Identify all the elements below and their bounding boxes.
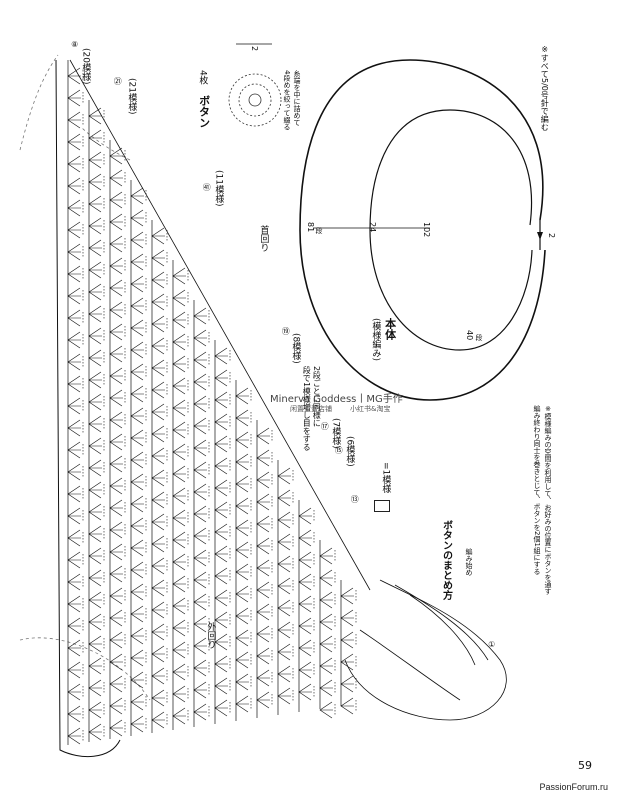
button-finish-title: ボタンのまとめ方 xyxy=(440,520,452,600)
finish-note-1: 編み終わり同士を巻きとじて、ボタンを2個1組にする xyxy=(533,405,542,575)
row-marker-41: ㊶ xyxy=(202,183,212,191)
row-marker-19: ⑲ xyxy=(281,327,291,335)
button-note-2: 4段めを絞って綴る xyxy=(283,70,292,131)
repeat-11: (11模様) xyxy=(213,170,224,207)
watermark-line-3: 小红书&淘宝 xyxy=(350,405,391,413)
stitch-column xyxy=(88,100,105,742)
rows-note-1: 2段ごとに同様に xyxy=(312,366,322,428)
rows-note-2: 段で1模様増し目をする xyxy=(302,366,312,452)
footer-site: PassionForum.ru xyxy=(539,782,608,792)
page-number: 59 xyxy=(578,759,592,772)
row-marker-13: ⑬ xyxy=(350,495,360,503)
dim-81: 81 xyxy=(306,222,316,233)
finish-note-2: ※模様編みの空間を利用して、お好みの位置にボタンを通す xyxy=(544,405,553,595)
repeat-legend-box xyxy=(374,500,390,512)
button-title: ボタン xyxy=(197,95,211,128)
stitch-column xyxy=(130,180,147,736)
stitch-column xyxy=(235,380,252,721)
neck-edge-label: 首回り xyxy=(258,225,269,252)
edge-fan-pattern xyxy=(344,579,507,721)
body-subtitle: (模様編み) xyxy=(370,318,381,362)
repeat-21: (21模様) xyxy=(126,78,137,115)
watermark-line-1: Minerva Goddess丨MG手作 xyxy=(270,394,403,405)
stitch-column xyxy=(319,540,336,719)
stitch-column xyxy=(298,500,315,712)
stitch-column xyxy=(67,60,84,745)
stitch-column xyxy=(172,260,189,730)
stitch-column xyxy=(214,340,231,724)
dim-102: 102 xyxy=(422,222,432,238)
outer-edge-label: 外回り xyxy=(205,622,216,649)
body-schematic-inner xyxy=(369,109,533,351)
row-marker-17: ⑰ xyxy=(320,422,330,430)
repeat-6: (6模様) xyxy=(344,436,355,467)
row-marker-80: ⑧ xyxy=(70,40,80,49)
row-marker-1: ① xyxy=(487,640,497,649)
stitch-column xyxy=(151,220,168,733)
repeat-7: (7模様) xyxy=(330,418,341,449)
dim-2-top: 2 xyxy=(250,46,260,52)
button-note-1: 糸端を中に詰めて xyxy=(293,70,302,126)
all-hook-note: ※すべて5/0号針で編む xyxy=(540,45,550,131)
stitch-column xyxy=(277,460,294,715)
button-motif xyxy=(228,73,282,127)
button-count: 4枚 xyxy=(197,70,208,85)
dim-40: 40 xyxy=(465,330,475,341)
dim-40-unit: 段 xyxy=(475,334,484,341)
one-repeat-label: =1模様 xyxy=(380,462,391,494)
watermark-line-2: 闲置蛋蛋店铺 xyxy=(290,405,332,413)
body-title: 本体 xyxy=(383,318,397,340)
start-label: 編み始め xyxy=(465,548,474,576)
row-marker-81: ㉑ xyxy=(113,77,123,85)
repeat-20: (20模様) xyxy=(80,48,91,85)
stitch-column xyxy=(256,420,273,718)
stitch-column xyxy=(193,300,210,727)
row-marker-15: ⑮ xyxy=(334,446,344,454)
repeat-8: (8模様) xyxy=(290,333,301,364)
body-schematic-outer xyxy=(299,59,546,401)
stitch-lattice xyxy=(67,60,357,745)
stitch-column xyxy=(109,140,126,739)
dim-2-right: 2 xyxy=(547,233,557,239)
dim-81-unit: 段 xyxy=(315,227,324,234)
dim-24: 24 xyxy=(368,222,378,233)
stitch-column xyxy=(340,580,357,715)
